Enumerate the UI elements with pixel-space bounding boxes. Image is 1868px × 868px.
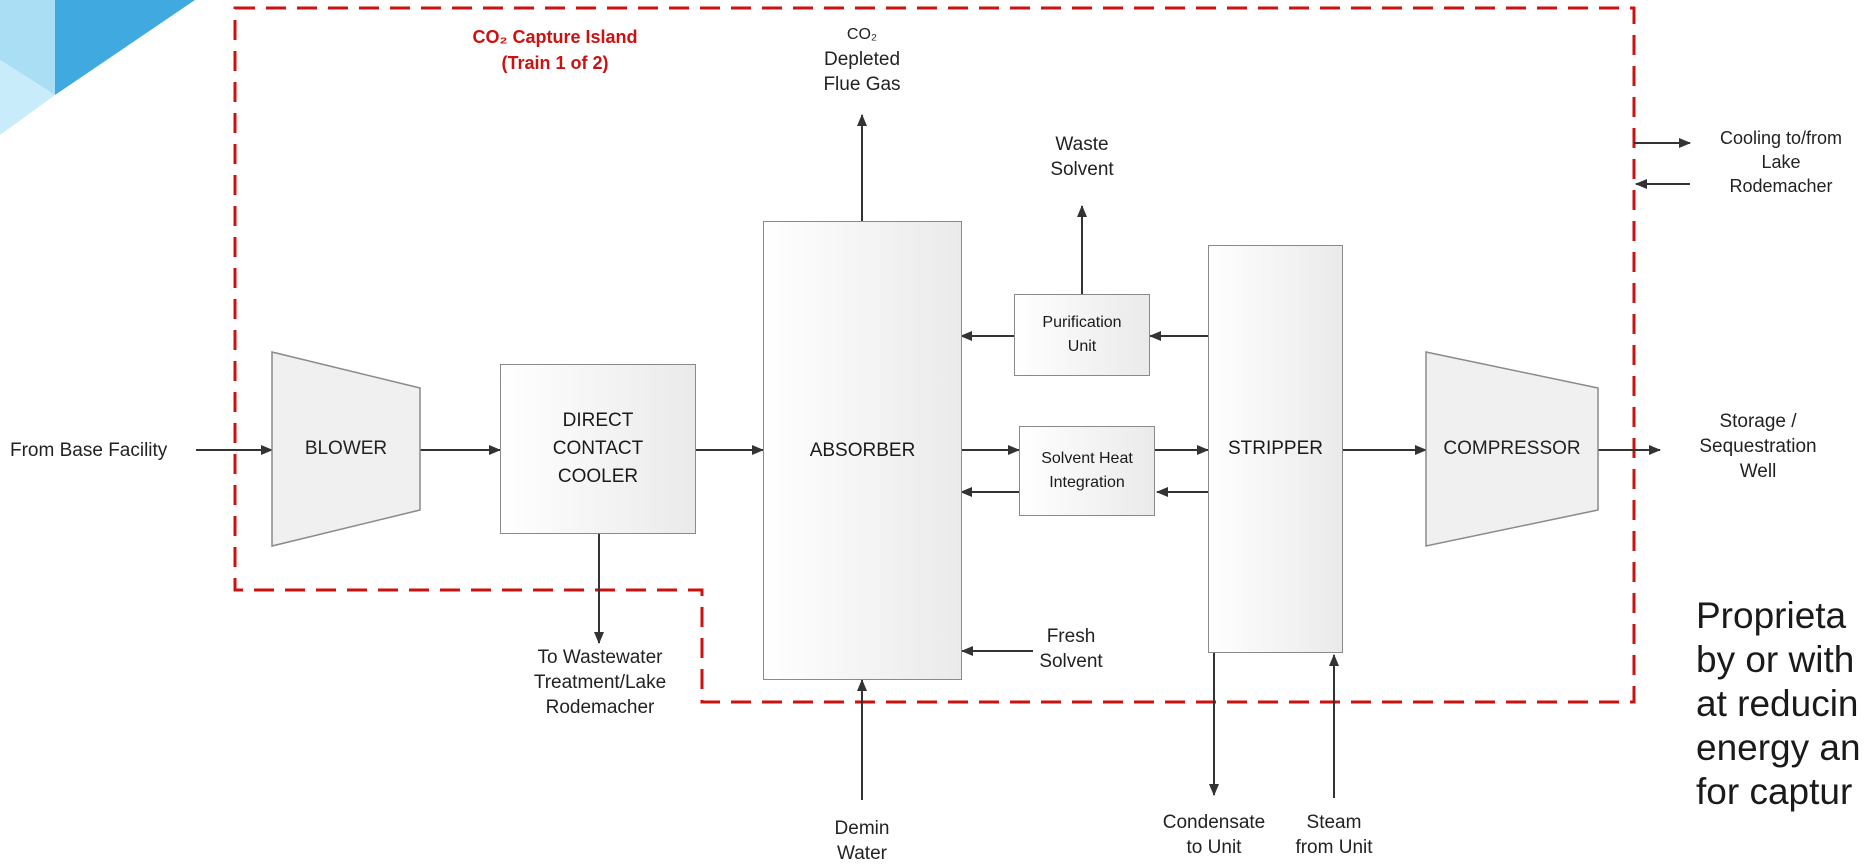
compressor-shape bbox=[1425, 351, 1599, 547]
absorber: ABSORBER bbox=[763, 221, 962, 680]
solvent-heat-integration: Solvent Heat Integration bbox=[1019, 426, 1155, 516]
wastewater-label: To Wastewater Treatment/Lake Rodemacher bbox=[533, 647, 667, 718]
blower-shape bbox=[271, 351, 421, 547]
purification-unit: Purification Unit bbox=[1014, 294, 1150, 376]
corner-decoration bbox=[0, 0, 195, 135]
island-title-line2: (Train 1 of 2) bbox=[501, 53, 609, 73]
waste-solvent-label: Waste Solvent bbox=[1050, 134, 1114, 180]
storage-sequestration-label: Storage / Sequestration Well bbox=[1699, 411, 1817, 482]
blower-label: BLOWER bbox=[304, 438, 388, 459]
island-title-line1: CO₂ Capture Island bbox=[472, 27, 638, 47]
stripper: STRIPPER bbox=[1208, 245, 1343, 653]
proprietary-note: Proprieta by or with at reducin energy a… bbox=[1696, 595, 1861, 812]
from-base-facility-label: From Base Facility bbox=[10, 440, 168, 461]
demin-water-label: Demin Water bbox=[834, 818, 890, 864]
fresh-solvent-label: Fresh Solvent bbox=[1039, 626, 1103, 672]
island-title: CO₂ Capture Island (Train 1 of 2) bbox=[445, 24, 665, 76]
steam-label: Steam from Unit bbox=[1295, 812, 1373, 858]
co2-depleted-flue-gas-label: CO₂ Depleted Flue Gas bbox=[823, 26, 901, 95]
island-boundary bbox=[233, 6, 1636, 704]
compressor-label: COMPRESSOR bbox=[1443, 438, 1581, 459]
condensate-label: Condensate to Unit bbox=[1162, 812, 1266, 858]
direct-contact-cooler: DIRECT CONTACT COOLER bbox=[500, 364, 696, 534]
cooling-lake-label: Cooling to/from Lake Rodemacher bbox=[1719, 128, 1843, 196]
